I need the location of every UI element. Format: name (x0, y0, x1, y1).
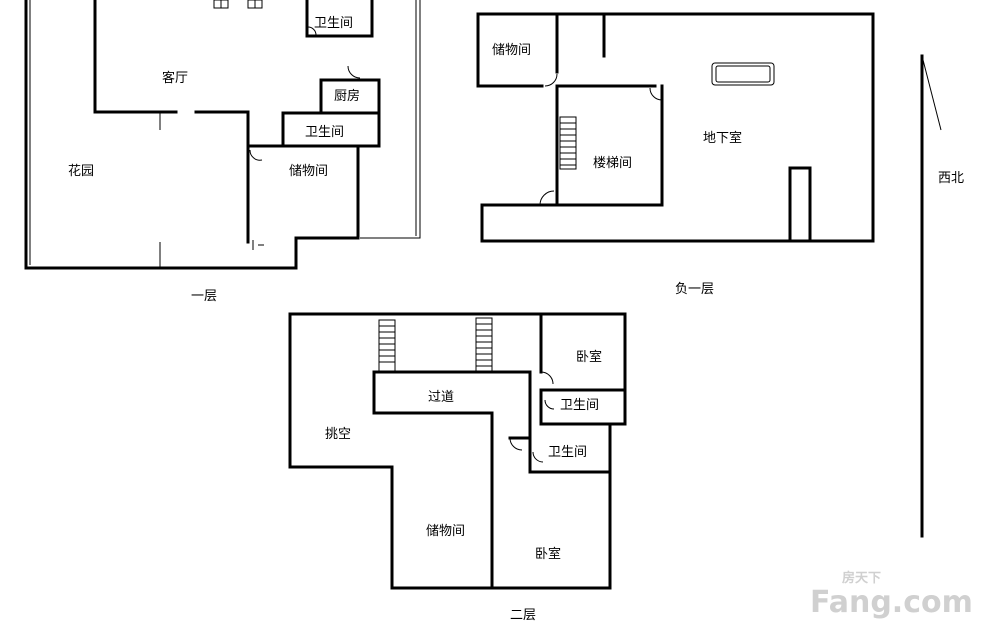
room-label: 卫生间 (305, 125, 344, 140)
compass-arrow: 西北 (920, 54, 964, 538)
floor-caption: 负一层 (675, 282, 714, 297)
room-label: 挑空 (325, 427, 351, 442)
watermark-main: Fang.com (810, 585, 973, 620)
room-label: 卫生间 (560, 398, 599, 413)
floor-caption: 一层 (191, 289, 217, 304)
room-label: 储物间 (492, 43, 531, 58)
room-label: 厨房 (334, 88, 360, 104)
basement-plan: 储物间 楼梯间 地下室 负一层 (476, 12, 875, 297)
room-label: 楼梯间 (593, 156, 632, 171)
room-label: 卧室 (576, 349, 602, 365)
floor-caption: 二层 (510, 608, 536, 623)
room-label: 客厅 (162, 70, 188, 86)
room-label: 卫生间 (314, 16, 353, 31)
room-label: 花园 (68, 163, 94, 179)
compass-label: 西北 (938, 171, 964, 186)
room-label: 过道 (428, 390, 454, 405)
watermark-logo: 房天下 Fang.com (810, 570, 973, 620)
floor-2-plan: 卧室 过道 卫生间 挑空 卫生间 储物间 卧室 二层 (288, 312, 627, 623)
floor-1-plan: 卫生间 客厅 厨房 卫生间 储物间 花园 一层 (24, 0, 421, 304)
room-label: 地下室 (703, 130, 742, 146)
watermark-top: 房天下 (842, 570, 881, 586)
room-label: 卧室 (535, 546, 561, 562)
room-label: 储物间 (426, 524, 465, 539)
room-label: 卫生间 (548, 445, 587, 460)
room-label: 储物间 (289, 164, 328, 179)
